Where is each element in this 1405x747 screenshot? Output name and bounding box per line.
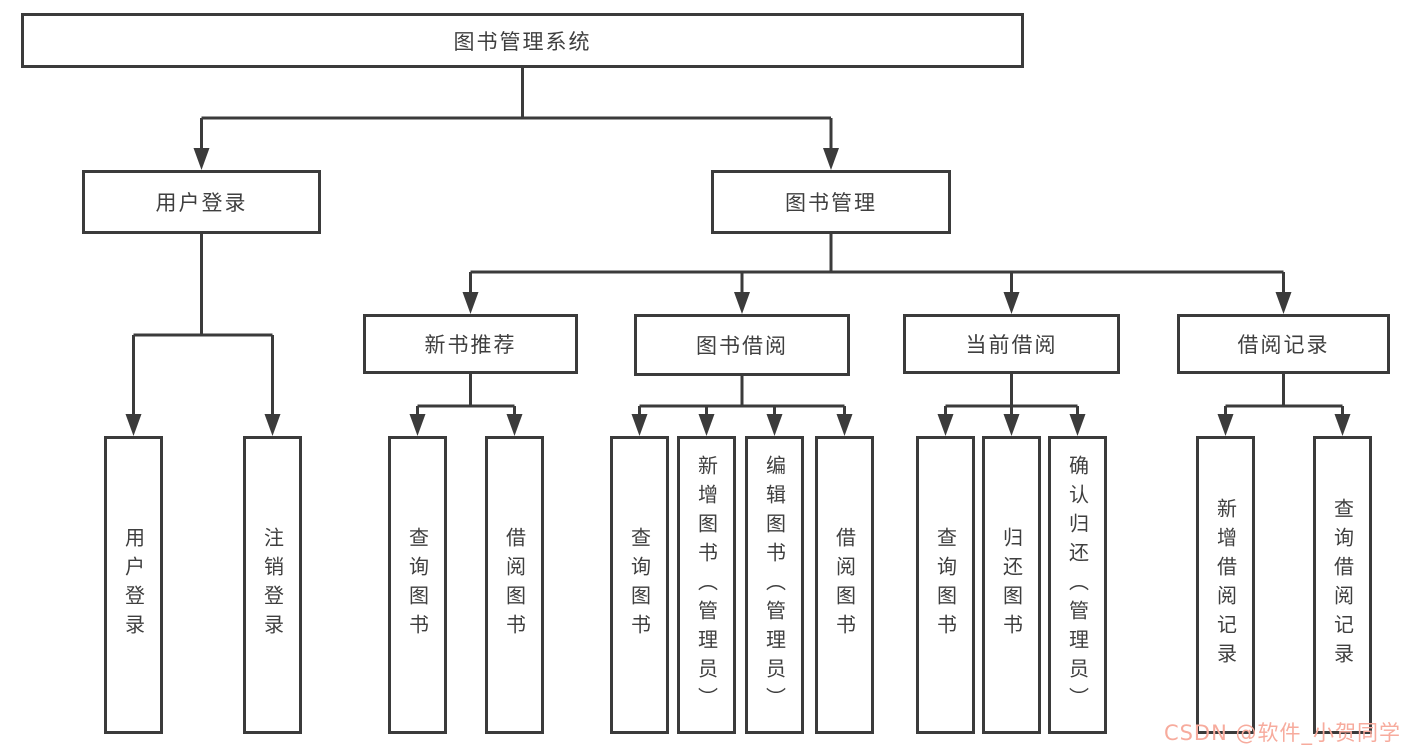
node-leaf-bb-add: 新增图书（管理员） [677,436,736,734]
watermark: CSDN @软件_小贺同学 [1163,721,1401,745]
node-leaf-bb-add-label: 新增图书（管理员） [694,454,719,716]
node-current-borrow-label: 当前借阅 [965,333,1058,357]
node-leaf-cb-confirm: 确认归还（管理员） [1048,436,1107,734]
node-leaf-br-query: 查询借阅记录 [1313,436,1372,734]
node-book-mgmt-branch: 图书管理 [711,170,951,234]
node-leaf-bb-edit: 编辑图书（管理员） [745,436,804,734]
node-leaf-cb-query: 查询图书 [916,436,975,734]
node-borrow-records: 借阅记录 [1177,314,1390,374]
node-root-label: 图书管理系统 [453,29,592,54]
node-leaf-rec-query: 查询图书 [388,436,447,734]
node-book-borrow-label: 图书借阅 [696,334,788,358]
node-user-login-branch-label: 用户登录 [155,191,248,215]
node-leaf-br-add-label: 新增借阅记录 [1213,498,1238,672]
node-leaf-rec-borrow: 借阅图书 [485,436,544,734]
node-book-borrow: 图书借阅 [634,314,850,376]
node-leaf-bb-edit-label: 编辑图书（管理员） [762,454,787,716]
node-leaf-bb-query-label: 查询图书 [627,527,652,643]
node-new-book-rec-label: 新书推荐 [424,333,517,357]
node-leaf-bb-query: 查询图书 [610,436,669,734]
node-leaf-rec-query-label: 查询图书 [405,527,430,643]
node-leaf-cb-return-label: 归还图书 [999,527,1024,643]
node-root: 图书管理系统 [21,13,1024,68]
node-leaf-user-login-label: 用户登录 [121,527,146,643]
node-new-book-rec: 新书推荐 [363,314,578,374]
node-leaf-user-login: 用户登录 [104,436,163,734]
node-leaf-br-add: 新增借阅记录 [1196,436,1255,734]
node-leaf-logout-label: 注销登录 [260,527,285,643]
node-leaf-br-query-label: 查询借阅记录 [1330,498,1355,672]
node-leaf-cb-query-label: 查询图书 [933,527,958,643]
node-leaf-cb-confirm-label: 确认归还（管理员） [1065,454,1090,716]
node-user-login-branch: 用户登录 [82,170,321,234]
node-leaf-logout: 注销登录 [243,436,302,734]
node-book-mgmt-branch-label: 图书管理 [785,191,877,215]
node-borrow-records-label: 借阅记录 [1237,333,1330,357]
node-leaf-bb-borrow: 借阅图书 [815,436,874,734]
node-leaf-bb-borrow-label: 借阅图书 [832,527,857,643]
node-leaf-cb-return: 归还图书 [982,436,1041,734]
node-current-borrow: 当前借阅 [903,314,1120,374]
node-leaf-rec-borrow-label: 借阅图书 [502,527,527,643]
